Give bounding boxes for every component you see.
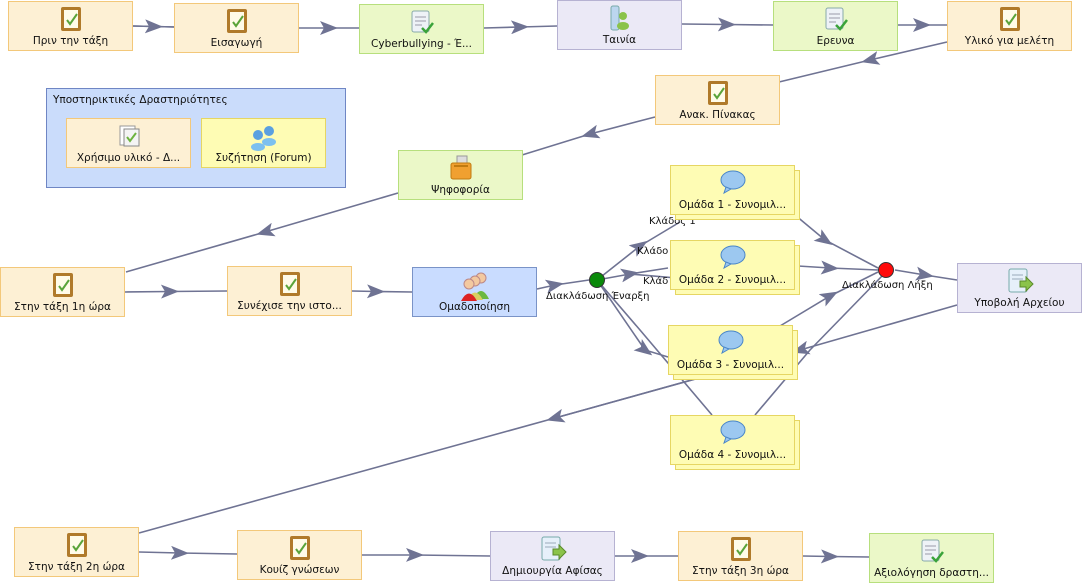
node-label: Συνέχισε την ιστο...: [237, 300, 342, 312]
node-label: Εισαγωγή: [210, 37, 263, 49]
checklist-icon: [825, 7, 848, 31]
node-label: Στην τάξη 3η ώρα: [692, 565, 789, 577]
notepad-icon: [999, 7, 1020, 31]
node-submit-file[interactable]: Υποβολή Αρχείου: [957, 263, 1082, 313]
file-submit-icon: [541, 536, 567, 561]
notepad-icon: [707, 81, 728, 105]
notepad-icon: [226, 9, 247, 33]
branch-start-gate[interactable]: [589, 272, 605, 288]
node-group1[interactable]: Ομάδα 1 - Συνομιλ...: [670, 165, 795, 215]
notepad-icon: [730, 537, 751, 561]
edge-label-branch3: Κλάδ: [643, 276, 669, 287]
speech-bubble-icon: [720, 420, 745, 445]
file-submit-icon: [1008, 268, 1034, 293]
node-group4[interactable]: Ομάδα 4 - Συνομιλ...: [670, 415, 795, 465]
edge-class2-quiz: [138, 545, 238, 560]
notepad-icon: [52, 273, 73, 297]
node-label: Ανακ. Πίνακας: [679, 109, 756, 121]
notepad-icon: [60, 7, 81, 31]
edge-board-vote: [521, 116, 656, 156]
node-label: Χρήσιμο υλικό - Δ...: [76, 152, 181, 164]
node-vote[interactable]: Ψηφοφορία: [398, 150, 523, 200]
node-label: Ομάδα 3 - Συνομιλ...: [676, 359, 785, 371]
edge-continue-group: [351, 284, 413, 299]
branch-start-label: Διακλάδωση Έναρξη: [546, 291, 650, 302]
node-label: Δημιουργία Αφίσας: [502, 565, 603, 577]
edge-study-board: [778, 41, 948, 83]
notepad-icon: [289, 536, 310, 560]
edge-group-branch: [536, 279, 590, 294]
ballot-box-icon: [450, 155, 471, 180]
node-quiz[interactable]: Κουίζ γνώσεων: [237, 530, 362, 580]
node-movie[interactable]: Ταινία: [557, 0, 682, 50]
edge-quiz-poster: [362, 547, 491, 562]
node-before-class[interactable]: Πριν την τάξη: [8, 1, 133, 51]
node-research[interactable]: Ερευνα: [773, 1, 898, 51]
documents-icon: [119, 125, 139, 147]
node-label: Ερευνα: [816, 35, 855, 47]
speech-bubble-icon: [718, 330, 743, 355]
node-group3[interactable]: Ομάδα 3 - Συνομιλ...: [668, 325, 793, 375]
node-group2[interactable]: Ομάδα 2 - Συνομιλ...: [670, 240, 795, 290]
edge-label-branch2: Κλάδο: [637, 246, 669, 257]
node-board[interactable]: Ανακ. Πίνακας: [655, 75, 780, 125]
edge-label-branch1: Κλάδος 1: [649, 216, 696, 227]
node-poster[interactable]: Δημιουργία Αφίσας: [490, 531, 615, 581]
speech-bubble-icon: [720, 170, 745, 195]
node-label: Ψηφοφορία: [431, 184, 490, 196]
notepad-icon: [66, 533, 87, 557]
edge-movie-research: [681, 17, 774, 32]
edge-vote-class1: [125, 192, 399, 273]
node-label: Υποβολή Αρχείου: [974, 297, 1065, 309]
checklist-icon: [411, 10, 434, 34]
checklist-icon: [921, 539, 944, 563]
node-cyberbullying[interactable]: Cyberbullying - Έ...: [359, 4, 484, 54]
node-label: Υλικό για μελέτη: [964, 35, 1055, 47]
node-forum[interactable]: Συζήτηση (Forum): [201, 118, 326, 168]
node-label: Ομαδοποίηση: [439, 301, 510, 313]
node-label: Συζήτηση (Forum): [215, 152, 312, 164]
node-class-3h[interactable]: Στην τάξη 3η ώρα: [678, 531, 803, 581]
node-continue-story[interactable]: Συνέχισε την ιστο...: [227, 266, 352, 316]
node-label: Στην τάξη 2η ώρα: [28, 561, 125, 573]
node-useful-material[interactable]: Χρήσιμο υλικό - Δ...: [66, 118, 191, 168]
edge-end-submit: [894, 266, 958, 281]
support-title: Υποστηρικτικές Δραστηριότητες: [53, 94, 228, 106]
speech-bubble-icon: [720, 245, 745, 270]
node-label: Στην τάξη 1η ώρα: [14, 301, 111, 313]
group-icon: [460, 272, 489, 301]
media-icon: [610, 5, 629, 31]
edge-class3-eval: [802, 549, 870, 564]
node-label: Αξιολόγηση δραστη...: [874, 567, 989, 579]
node-study-material[interactable]: Υλικό για μελέτη: [947, 1, 1072, 51]
branch-end-label: Διακλάδωση Λήξη: [842, 280, 933, 291]
edge-submit-class2: [791, 304, 958, 355]
forum-icon: [250, 126, 276, 151]
edge-cyber-movie: [483, 20, 558, 35]
node-label: Ομάδα 2 - Συνομιλ...: [678, 274, 787, 286]
node-class-2h[interactable]: Στην τάξη 2η ώρα: [14, 527, 139, 577]
node-class-1h[interactable]: Στην τάξη 1η ώρα: [0, 267, 125, 317]
node-label: Cyberbullying - Έ...: [371, 38, 472, 50]
branch-end-gate[interactable]: [878, 262, 894, 278]
node-label: Ταινία: [602, 34, 637, 46]
notepad-icon: [279, 272, 300, 296]
node-label: Κουίζ γνώσεων: [259, 564, 340, 576]
node-label: Πριν την τάξη: [32, 35, 109, 47]
node-intro[interactable]: Εισαγωγή: [174, 3, 299, 53]
node-grouping[interactable]: Ομαδοποίηση: [412, 267, 537, 317]
edge-class1-continue: [124, 284, 228, 299]
node-evaluation[interactable]: Αξιολόγηση δραστη...: [869, 533, 994, 583]
node-label: Ομάδα 1 - Συνομιλ...: [678, 199, 787, 211]
node-label: Ομάδα 4 - Συνομιλ...: [678, 449, 787, 461]
